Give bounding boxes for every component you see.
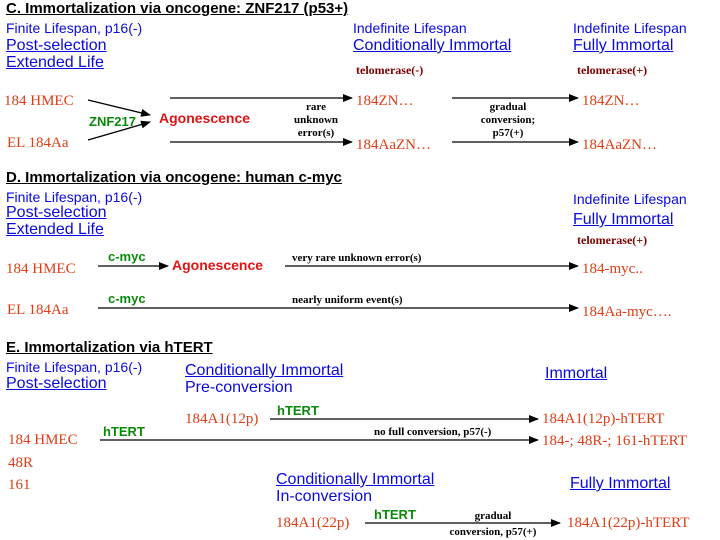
e-184a1-12p: 184A1(12p) xyxy=(185,411,259,427)
e-note-gradual-1: gradual xyxy=(474,510,512,522)
arrow-c-hmec-to-agonescence xyxy=(87,99,151,117)
e-post-selection: Post-selection xyxy=(6,375,107,392)
d-cell-el-184aa: EL 184Aa xyxy=(7,302,69,318)
section-e-header: E. Immortalization via hTERT xyxy=(6,339,213,356)
c-conditionally-immortal: Conditionally Immortal xyxy=(353,37,512,54)
c-note-gradual-1: gradual xyxy=(489,101,527,113)
c-telomerase-neg: telomerase(-) xyxy=(356,63,424,77)
d-fully-immortal: Fully Immortal xyxy=(573,211,674,228)
c-indefinite-lifespan-2: Indefinite Lifespan xyxy=(573,20,687,36)
c-cell-el-184aa: EL 184Aa xyxy=(7,135,69,151)
arrow-c-el-to-agonescence xyxy=(87,120,151,141)
d-cell-184-hmec: 184 HMEC xyxy=(6,261,76,277)
e-184a1-22p-htert: 184A1(22p)-hTERT xyxy=(567,515,690,531)
d-extended-life: Extended Life xyxy=(6,221,104,238)
c-note-rare-3: error(s) xyxy=(297,127,335,139)
c-fully-immortal: Fully Immortal xyxy=(573,37,674,54)
c-note-rare-2: unknown xyxy=(293,114,339,126)
section-c-header: C. Immortalization via oncogene: ZNF217 … xyxy=(6,0,349,17)
e-184a1-22p: 184A1(22p) xyxy=(276,515,350,531)
e-conditionally-immortal-2: Conditionally Immortal xyxy=(276,471,435,488)
e-in-conversion: In-conversion xyxy=(276,488,373,505)
c-indefinite-lifespan-1: Indefinite Lifespan xyxy=(353,20,467,36)
e-htert-label-3: hTERT xyxy=(374,507,416,522)
e-fully-immortal: Fully Immortal xyxy=(570,475,671,492)
c-mid-184zn: 184ZN… xyxy=(356,93,414,109)
e-htert-label-1: hTERT xyxy=(277,403,319,418)
section-d-header: D. Immortalization via oncogene: human c… xyxy=(6,169,342,186)
c-note-gradual-3: p57(+) xyxy=(492,127,524,139)
c-end-184zn: 184ZN… xyxy=(582,93,640,109)
c-finite-lifespan: Finite Lifespan, p16(-) xyxy=(6,20,143,36)
d-cmyc-label-2: c-myc xyxy=(108,291,146,306)
c-note-gradual-2: conversion; xyxy=(480,114,536,126)
c-note-rare-1: rare xyxy=(306,101,326,113)
c-post-selection: Post-selection xyxy=(6,37,107,54)
d-telomerase-pos: telomerase(+) xyxy=(577,233,648,247)
e-others-htert: 184-; 48R-; 161-hTERT xyxy=(542,433,687,449)
e-htert-label-2: hTERT xyxy=(103,424,145,439)
c-cell-184-hmec: 184 HMEC xyxy=(4,93,74,109)
c-agonescence: Agonescence xyxy=(159,110,251,126)
d-indefinite-lifespan: Indefinite Lifespan xyxy=(573,191,687,207)
e-note-gradual-2: conversion, p57(+) xyxy=(449,526,537,538)
e-finite-lifespan: Finite Lifespan, p16(-) xyxy=(6,359,143,375)
c-extended-life: Extended Life xyxy=(6,54,104,71)
c-telomerase-pos: telomerase(+) xyxy=(577,63,648,77)
d-note-nearly-uniform: nearly uniform event(s) xyxy=(292,294,403,306)
e-cell-184-hmec: 184 HMEC xyxy=(8,432,78,448)
e-184a1-12p-htert: 184A1(12p)-hTERT xyxy=(542,411,665,427)
d-cmyc-label-1: c-myc xyxy=(108,249,146,264)
e-cell-161: 161 xyxy=(8,477,31,493)
e-cell-48r: 48R xyxy=(8,455,34,471)
c-znf217-label: ZNF217 xyxy=(89,114,136,129)
c-end-184aazn: 184AaZN… xyxy=(582,137,657,153)
e-pre-conversion: Pre-conversion xyxy=(185,379,293,396)
d-finite-lifespan: Finite Lifespan, p16(-) xyxy=(6,189,143,205)
e-immortal: Immortal xyxy=(545,365,608,382)
e-note-no-full-conversion: no full conversion, p57(-) xyxy=(374,426,492,438)
d-note-very-rare: very rare unknown error(s) xyxy=(292,252,422,264)
e-conditionally-immortal-1: Conditionally Immortal xyxy=(185,362,344,379)
d-end-184-myc: 184-myc.. xyxy=(582,261,643,277)
d-end-184aa-myc: 184Aa-myc…. xyxy=(582,304,672,320)
d-post-selection: Post-selection xyxy=(6,204,107,221)
c-mid-184aazn: 184AaZN… xyxy=(356,137,431,153)
d-agonescence: Agonescence xyxy=(172,257,264,273)
